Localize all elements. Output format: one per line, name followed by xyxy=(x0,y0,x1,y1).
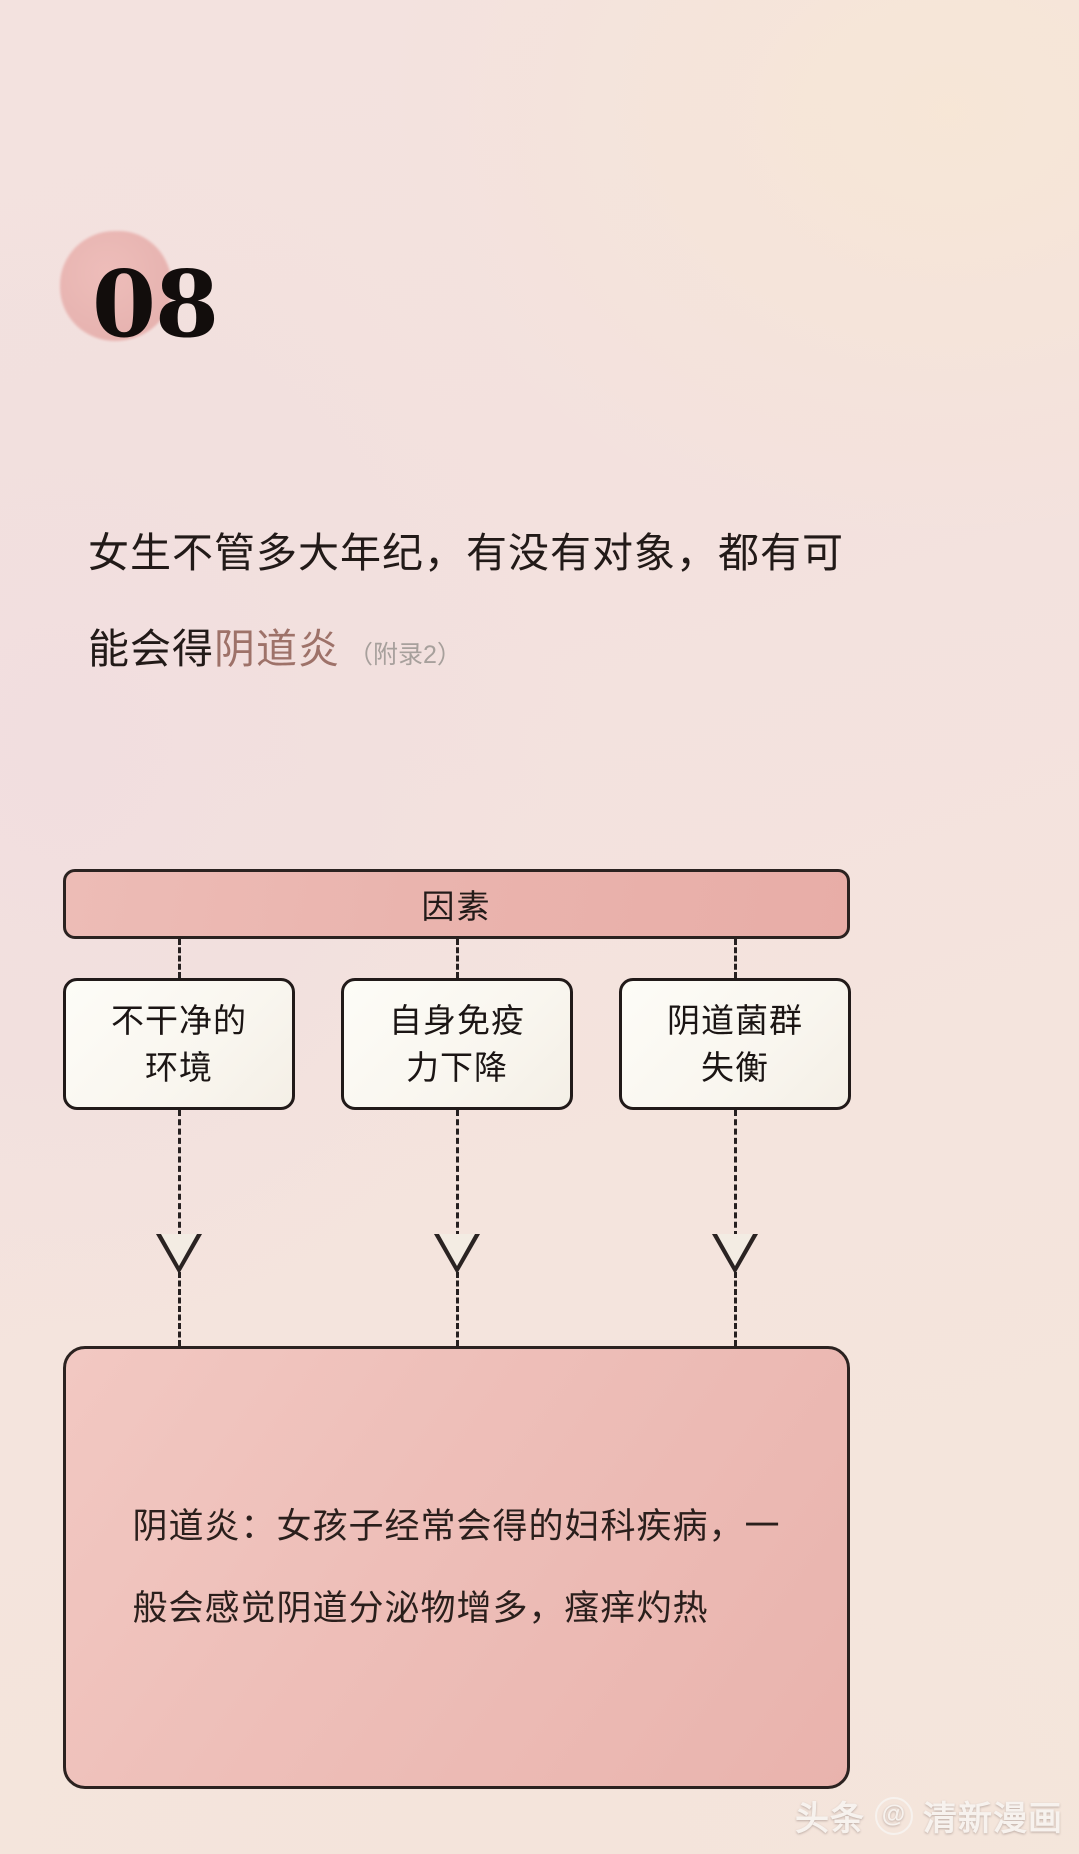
arrow-down-icon-2 xyxy=(434,1234,480,1274)
factor-box-3-line2: 失衡 xyxy=(701,1049,769,1086)
heading-line-2-prefix: 能会得 xyxy=(88,626,214,672)
decorative-pink-blob xyxy=(60,231,172,341)
connector-mid-3 xyxy=(734,1110,737,1237)
factor-box-1[interactable]: 不干净的 环境 xyxy=(63,978,295,1110)
factor-box-2-line1: 自身免疫 xyxy=(389,1002,525,1039)
heading-line-2: 能会得阴道炎 （附录2） xyxy=(88,601,998,703)
heading-line-1: 女生不管多大年纪，有没有对象，都有可 xyxy=(88,530,844,576)
connector-top-2 xyxy=(456,939,459,978)
factor-box-1-line2: 环境 xyxy=(145,1049,213,1086)
factor-box-1-line1: 不干净的 xyxy=(111,1002,247,1039)
factor-box-3[interactable]: 阴道菌群 失衡 xyxy=(619,978,851,1110)
diagram-header-label: 因素 xyxy=(421,888,492,925)
page-title: 女生不管多大年纪，有没有对象，都有可 能会得阴道炎 （附录2） xyxy=(88,505,998,703)
factor-box-2[interactable]: 自身免疫 力下降 xyxy=(341,978,573,1110)
arrow-down-icon-1 xyxy=(156,1234,202,1274)
result-line-2: 般会感觉阴道分泌物增多，瘙痒灼热 xyxy=(132,1588,709,1628)
section-number: 08 xyxy=(92,250,219,358)
factor-box-2-text: 自身免疫 力下降 xyxy=(375,997,539,1091)
connector-top-1 xyxy=(178,939,181,978)
arrow-down-icon-3 xyxy=(712,1234,758,1274)
connector-mid-2 xyxy=(456,1110,459,1237)
connector-mid-1 xyxy=(178,1110,181,1237)
heading-line-2-note: （附录2） xyxy=(348,641,462,669)
heading-line-2-accent: 阴道炎 xyxy=(214,626,340,672)
result-line-1: 阴道炎：女孩子经常会得的妇科疾病，一 xyxy=(132,1506,781,1546)
result-box[interactable]: 阴道炎：女孩子经常会得的妇科疾病，一 般会感觉阴道分泌物增多，瘙痒灼热 xyxy=(63,1346,850,1789)
factor-box-1-text: 不干净的 环境 xyxy=(97,997,261,1091)
watermark-platform: 头条 xyxy=(795,1800,865,1838)
factor-box-3-text: 阴道菌群 失衡 xyxy=(653,997,817,1091)
watermark: 头条 @ 清新漫画 xyxy=(795,1791,1063,1840)
watermark-account: 清新漫画 xyxy=(923,1800,1063,1838)
factor-box-3-line1: 阴道菌群 xyxy=(667,1002,803,1039)
result-box-text: 阴道炎：女孩子经常会得的妇科疾病，一 般会感觉阴道分泌物增多，瘙痒灼热 xyxy=(132,1486,780,1650)
at-sign-icon: @ xyxy=(875,1796,913,1835)
connector-bottom-1 xyxy=(178,1272,181,1346)
connector-bottom-3 xyxy=(734,1272,737,1346)
diagram-header-bar: 因素 xyxy=(63,869,850,939)
connector-top-3 xyxy=(734,939,737,978)
factor-box-2-line2: 力下降 xyxy=(406,1049,508,1086)
connector-bottom-2 xyxy=(456,1272,459,1346)
